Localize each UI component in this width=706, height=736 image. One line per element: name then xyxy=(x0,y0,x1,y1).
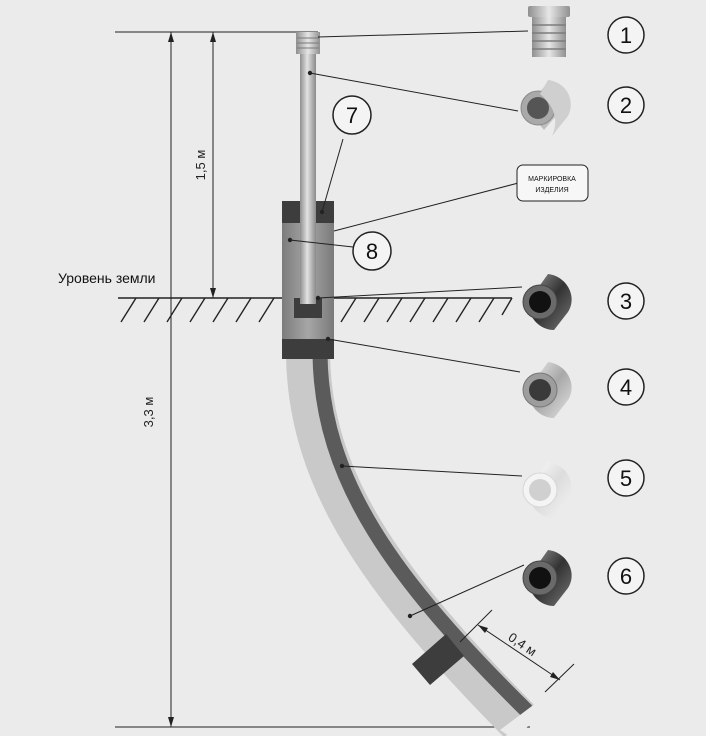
callout-7-number: 7 xyxy=(346,103,358,128)
callout-4: 4 xyxy=(607,368,645,406)
callout-2-number: 2 xyxy=(620,93,632,118)
callout-5: 5 xyxy=(607,459,645,497)
callout-8-number: 8 xyxy=(366,239,378,264)
component-dark-tube-icon xyxy=(522,274,572,330)
dimension-above-label: 1,5 м xyxy=(193,150,208,181)
ground-level-label: Уровень земли xyxy=(58,270,155,286)
component-white-tube-icon xyxy=(522,462,572,518)
component-cap-icon xyxy=(528,6,570,57)
metal-riser-pipe xyxy=(300,52,316,304)
sleeve-bottom-band xyxy=(282,339,334,359)
callout-4-number: 4 xyxy=(620,375,632,400)
marking-text-line-2: ИЗДЕЛИЯ xyxy=(535,187,568,194)
callout-1-number: 1 xyxy=(620,23,632,48)
callout-3: 3 xyxy=(607,282,645,320)
callout-1: 1 xyxy=(607,16,645,54)
ground-hatching xyxy=(120,297,513,323)
inner-pipe xyxy=(312,354,534,718)
dimension-total-depth: 3,3 м xyxy=(141,32,174,727)
dimension-above-ground: 1,5 м xyxy=(193,32,216,298)
riser-cap-ridges xyxy=(297,37,319,49)
component-dark-tube-icon-2 xyxy=(522,550,572,606)
outer-sheath-pipe xyxy=(286,354,536,736)
component-metal-tube-icon-2 xyxy=(522,362,572,418)
callout-6: 6 xyxy=(607,557,645,595)
callout-2: 2 xyxy=(607,86,645,124)
callout-5-number: 5 xyxy=(620,466,632,491)
bend-clamp xyxy=(412,634,464,685)
component-metal-tube-icon xyxy=(520,80,571,136)
leader-lines xyxy=(289,30,529,617)
callout-6-number: 6 xyxy=(620,564,632,589)
marking-text-line-1: МАРКИРОВКА xyxy=(528,176,576,183)
callout-3-number: 3 xyxy=(620,289,632,314)
dimension-total-label: 3,3 м xyxy=(141,397,156,428)
callout-8: 8 xyxy=(352,231,392,271)
callout-7: 7 xyxy=(332,95,372,135)
marking-tag: МАРКИРОВКА ИЗДЕЛИЯ xyxy=(516,164,589,202)
pipe-end xyxy=(500,700,548,736)
